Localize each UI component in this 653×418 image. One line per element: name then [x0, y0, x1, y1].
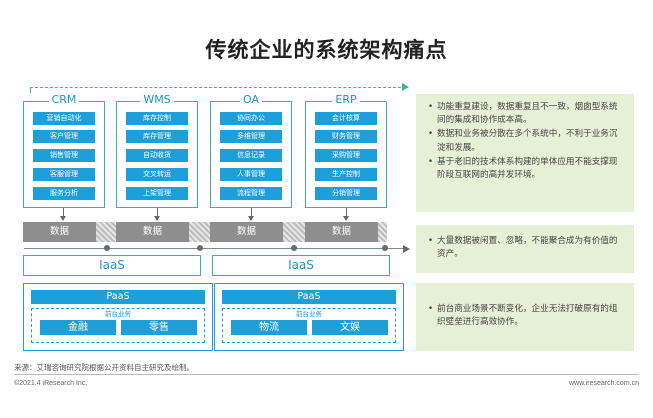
system-box-erp: 会计核算 财务管理 采购管理 生产控制 分销管理 — [305, 101, 387, 208]
paas-box: PaaS 前台业务 金融 零售 — [23, 283, 213, 351]
data-block: 数据 — [23, 222, 96, 242]
system-name-wms: WMS — [116, 93, 198, 106]
system-name-crm: CRM — [23, 93, 105, 106]
data-gap-hatch — [283, 222, 305, 242]
system-box-oa: 协同办公 多维管理 信息记录 人事管理 流程管理 — [210, 101, 292, 208]
iaas-box: IaaS — [23, 255, 201, 276]
module: 库存控制 — [126, 112, 188, 125]
front-business-label: 前台业务 — [105, 310, 131, 318]
module: 财务管理 — [315, 130, 377, 143]
module: 自动收货 — [126, 149, 188, 162]
data-gap-hatch — [189, 222, 210, 242]
arrow-down-icon — [60, 208, 66, 221]
module: 多维管理 — [220, 130, 282, 143]
front-business-group: 前台业务 金融 零售 — [31, 308, 205, 343]
module: 客服管理 — [33, 168, 95, 181]
module: 生产控制 — [315, 168, 377, 181]
module: 客户管理 — [33, 130, 95, 143]
pain-point: 大量数据被闲置、忽略，不能聚合成为有价值的资产。 — [428, 235, 626, 261]
paas-label: PaaS — [222, 290, 396, 304]
website: www.iresearch.com.cn — [568, 380, 639, 387]
data-connector-line — [24, 248, 406, 249]
module: 分销管理 — [315, 187, 377, 200]
dot-icon — [291, 245, 297, 251]
data-block: 数据 — [210, 222, 283, 242]
dot-icon — [382, 245, 388, 251]
paas-box: PaaS 前台业务 物流 文娱 — [214, 283, 404, 351]
source-note: 来源：艾瑞咨询研究院根据公开资料自主研究及绘制。 — [14, 363, 194, 372]
data-gap-hatch — [378, 222, 387, 242]
module: 协同办公 — [220, 112, 282, 125]
module: 人事管理 — [220, 168, 282, 181]
business-retail: 零售 — [121, 320, 197, 335]
footer-divider — [14, 374, 639, 375]
dot-icon — [197, 245, 203, 251]
module: 服务分析 — [33, 187, 95, 200]
top-connector-cap — [30, 87, 31, 93]
data-block: 数据 — [116, 222, 189, 242]
system-box-wms: 库存控制 库存管理 自动收货 交叉转运 上架管理 — [116, 101, 198, 208]
pain-point: 基于老旧的技术体系构建的单体应用不能支撑现阶段互联网的高并发环境。 — [428, 156, 626, 182]
business-finance: 金融 — [40, 320, 116, 335]
page-title: 传统企业的系统架构痛点 — [205, 38, 448, 62]
pain-point: 前台商业场景不断变化，企业无法打破原有的组织壁垒进行高效协作。 — [428, 303, 626, 329]
data-gap-hatch — [96, 222, 116, 242]
module: 采购管理 — [315, 149, 377, 162]
module: 流程管理 — [220, 187, 282, 200]
pain-point: 数据和业务被分散在多个系统中，不利于业务沉淀和发展。 — [428, 128, 626, 154]
copyright: ©2021.4 iResearch Inc. — [14, 380, 88, 387]
arrow-down-icon — [343, 208, 349, 221]
pain-point-panel-paas: 前台商业场景不断变化，企业无法打破原有的组织壁垒进行高效协作。 — [416, 283, 634, 351]
arrow-down-icon — [248, 208, 254, 221]
module: 交叉转运 — [126, 168, 188, 181]
system-name-oa: OA — [210, 93, 292, 106]
paas-label: PaaS — [31, 290, 205, 304]
module: 信息记录 — [220, 149, 282, 162]
data-block: 数据 — [305, 222, 378, 242]
module: 上架管理 — [126, 187, 188, 200]
top-arrow-icon — [402, 83, 409, 91]
front-business-label: 前台业务 — [296, 310, 322, 318]
module: 会计核算 — [315, 112, 377, 125]
module: 销售管理 — [33, 149, 95, 162]
data-arrow-icon — [403, 244, 410, 253]
business-logistics: 物流 — [231, 320, 307, 335]
system-name-erp: ERP — [305, 93, 387, 106]
module: 库存管理 — [126, 130, 188, 143]
iaas-box: IaaS — [212, 255, 390, 276]
pain-point: 功能重复建设，数据重复且不一致，烟囱型系统间的集成和协作成本高。 — [428, 101, 626, 127]
arrow-down-icon — [154, 208, 160, 221]
business-entertainment: 文娱 — [312, 320, 388, 335]
pain-point-panel-data: 大量数据被闲置、忽略，不能聚合成为有价值的资产。 — [416, 225, 634, 273]
module: 营销自动化 — [33, 112, 95, 125]
pain-point-panel-systems: 功能重复建设，数据重复且不一致，烟囱型系统间的集成和协作成本高。 数据和业务被分… — [416, 94, 634, 212]
system-box-crm: 营销自动化 客户管理 销售管理 客服管理 服务分析 — [23, 101, 105, 208]
dot-icon — [104, 245, 110, 251]
top-connector-line — [30, 87, 406, 88]
front-business-group: 前台业务 物流 文娱 — [222, 308, 396, 343]
